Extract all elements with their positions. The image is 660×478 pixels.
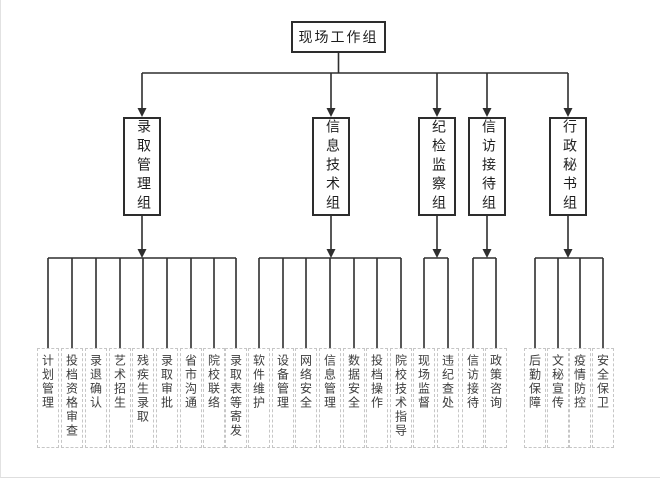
leaf-node-label: 疫情防控 <box>572 354 587 410</box>
leaf-node: 院校联络 <box>203 348 225 448</box>
leaf-node-label: 院校联络 <box>206 354 221 410</box>
leaf-node-label: 文秘宣传 <box>550 354 565 410</box>
leaf-node: 疫情防控 <box>569 348 591 448</box>
leaf-node-label: 网络安全 <box>298 354 313 410</box>
leaf-node-label: 安全保卫 <box>595 354 610 410</box>
leaf-node: 艺术招生 <box>109 348 131 448</box>
leaf-node: 投档资格审查 <box>61 348 83 448</box>
leaf-node-label: 违纪查处 <box>440 354 455 410</box>
leaf-node-label: 信息管理 <box>322 354 337 410</box>
group-node: 纪检监察组 <box>418 117 456 216</box>
group-node-label: 纪检监察组 <box>430 119 445 214</box>
leaf-node-label: 院校技术指导 <box>393 354 408 438</box>
leaf-node: 计划管理 <box>37 348 59 448</box>
leaf-node-label: 计划管理 <box>40 354 55 410</box>
leaf-node-label: 数据安全 <box>346 354 361 410</box>
leaf-node-label: 设备管理 <box>275 354 290 410</box>
leaf-node: 省市沟通 <box>180 348 202 448</box>
leaf-node-label: 软件维护 <box>251 354 266 410</box>
leaf-node-label: 投档资格审查 <box>64 354 79 438</box>
leaf-node-label: 艺术招生 <box>112 354 127 410</box>
leaf-node: 文秘宣传 <box>547 348 569 448</box>
root-node-label: 现场工作组 <box>298 31 379 46</box>
leaf-node: 软件维护 <box>248 348 270 448</box>
leaf-node: 录取表等寄发 <box>225 348 247 448</box>
leaf-node-label: 投档操作 <box>369 354 384 410</box>
leaf-node-label: 录退确认 <box>88 354 103 410</box>
group-node: 行政秘书组 <box>549 117 587 216</box>
leaf-node: 政策咨询 <box>485 348 507 448</box>
leaf-node: 录取审批 <box>156 348 178 448</box>
leaf-node: 网络安全 <box>295 348 317 448</box>
leaf-node: 录退确认 <box>85 348 107 448</box>
leaf-node: 信访接待 <box>462 348 484 448</box>
leaf-node: 信息管理 <box>319 348 341 448</box>
leaf-node-label: 残疾生录取 <box>135 354 150 424</box>
leaf-node: 后勤保障 <box>524 348 546 448</box>
leaf-node-label: 后勤保障 <box>527 354 542 410</box>
leaf-node: 数据安全 <box>343 348 365 448</box>
leaf-node: 违纪查处 <box>437 348 459 448</box>
leaf-node: 安全保卫 <box>592 348 614 448</box>
leaf-node-label: 信访接待 <box>465 354 480 410</box>
root-node: 现场工作组 <box>291 21 386 53</box>
leaf-node: 投档操作 <box>366 348 388 448</box>
leaf-node: 现场监督 <box>413 348 435 448</box>
leaf-node-label: 省市沟通 <box>183 354 198 410</box>
leaf-node: 院校技术指导 <box>390 348 412 448</box>
group-node: 录取管理组 <box>123 117 161 216</box>
leaf-node: 残疾生录取 <box>132 348 154 448</box>
leaf-node-label: 录取表等寄发 <box>228 354 243 438</box>
group-node-label: 录取管理组 <box>135 119 150 214</box>
leaf-node-label: 政策咨询 <box>488 354 503 410</box>
group-node: 信息技术组 <box>312 117 350 216</box>
group-node: 信访接待组 <box>468 117 506 216</box>
leaf-node-label: 现场监督 <box>416 354 431 410</box>
group-node-label: 行政秘书组 <box>561 119 576 214</box>
group-node-label: 信访接待组 <box>480 119 495 214</box>
leaf-node-label: 录取审批 <box>159 354 174 410</box>
group-node-label: 信息技术组 <box>324 119 339 214</box>
leaf-node: 设备管理 <box>272 348 294 448</box>
